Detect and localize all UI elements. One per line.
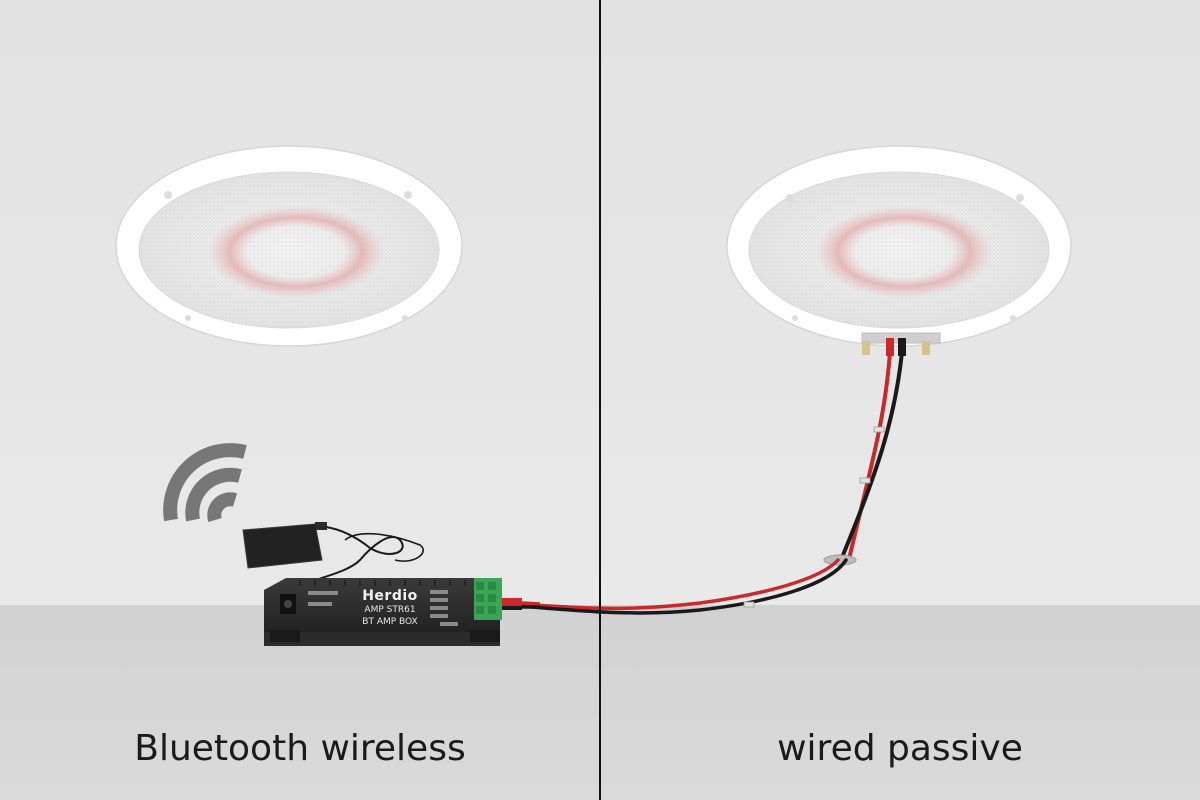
caption-wired-passive: wired passive [777, 728, 1023, 769]
left-ceiling-speaker [115, 145, 463, 347]
speaker-cable [518, 350, 904, 615]
amplifier-subtitle-label: BT AMP BOX [362, 617, 418, 627]
caption-bluetooth-wireless: Bluetooth wireless [134, 728, 466, 769]
amplifier-brand-label: Herdio [362, 588, 418, 604]
amplifier-box [264, 578, 541, 646]
right-ceiling-speaker [726, 145, 1072, 356]
wifi-icon [163, 443, 247, 523]
power-adapter [242, 522, 424, 581]
amplifier-model-label: AMP STR61 [364, 605, 416, 615]
